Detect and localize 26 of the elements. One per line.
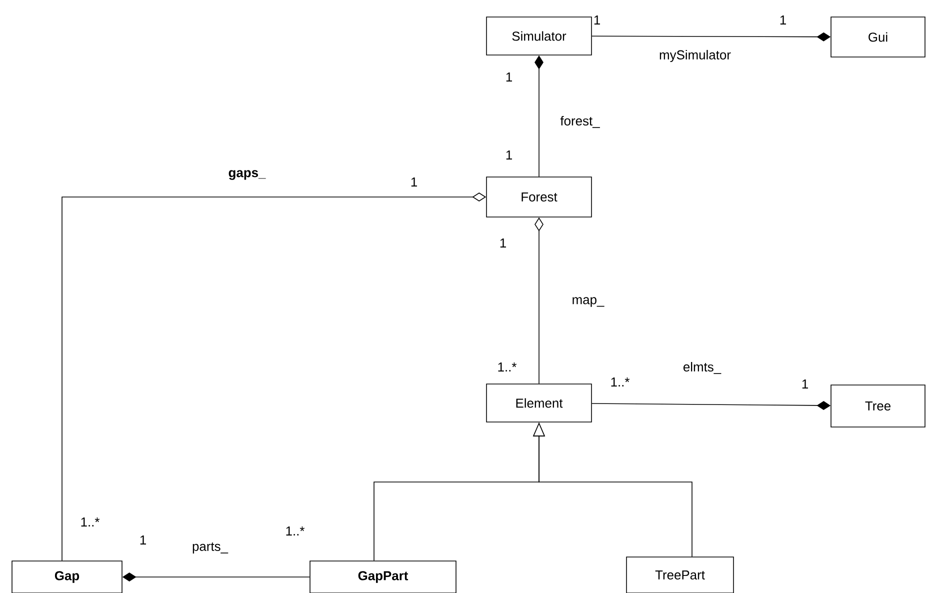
class-box: Forest [486,176,592,218]
multiplicity-label: 1..* [81,518,100,526]
multiplicity-label: 1 [140,536,146,544]
multiplicity-label: 1 [500,238,506,248]
edge-label: forest_ [559,115,601,129]
class-box: GapPart [310,560,456,593]
multiplicity-label: 1 [802,380,808,388]
multiplicity-label: 1..* [611,378,630,386]
class-box: Gap [12,560,122,593]
edge-label: mySimulator [658,48,732,64]
multiplicity-label: 1 [780,16,786,24]
class-box: TreePart [626,556,734,593]
class-box: Simulator [486,16,592,56]
multiplicity-label: 1 [594,16,600,24]
multiplicity-label: 1 [411,178,417,186]
class-box: Element [486,384,592,422]
edge-label: elmts_ [682,361,722,375]
multiplicity-label: 1..* [498,362,517,372]
edge-label: gaps_ [227,169,267,181]
class-box: Gui [830,16,926,58]
multiplicity-label: 1..* [286,526,305,536]
multiplicity-label: 1 [506,72,512,82]
edge-label: map_ [570,296,606,308]
edge-label: parts_ [191,541,229,555]
multiplicity-label: 1 [506,150,512,160]
class-box: Tree [830,384,926,428]
